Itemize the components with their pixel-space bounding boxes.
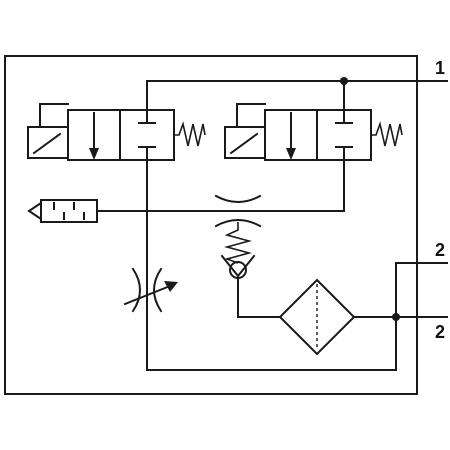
- adjust-arrow-head: [164, 281, 178, 292]
- junction-dot-output: [392, 313, 400, 321]
- port-label-1: 1: [435, 58, 445, 78]
- check-valve-spring: [223, 222, 253, 264]
- port-label-2-upper: 2: [435, 240, 445, 260]
- return-line: [146, 159, 397, 371]
- port-label-2-lower: 2: [435, 322, 445, 342]
- adjustable-flow-control: [123, 267, 178, 313]
- return-spring-left: [174, 121, 206, 147]
- flow-arrow-left: [89, 148, 99, 160]
- filter: [278, 278, 356, 356]
- exhaust-line: [96, 159, 345, 212]
- spring-check-valve: [220, 222, 256, 279]
- output-line: [353, 262, 448, 371]
- enclosure-border: [4, 55, 418, 395]
- filter-body: [278, 278, 356, 356]
- silencer-body: [40, 199, 98, 223]
- silencer: [27, 199, 98, 223]
- fixed-restrictor: [214, 194, 262, 228]
- return-spring-right: [371, 121, 403, 147]
- solenoid-valve-left: [27, 103, 206, 161]
- solenoid-valve-right: [224, 103, 403, 161]
- filter-inlet-line: [237, 277, 281, 318]
- supply-line: [146, 77, 448, 111]
- junction-dot-supply: [340, 77, 348, 85]
- flow-arrow-right: [286, 148, 296, 160]
